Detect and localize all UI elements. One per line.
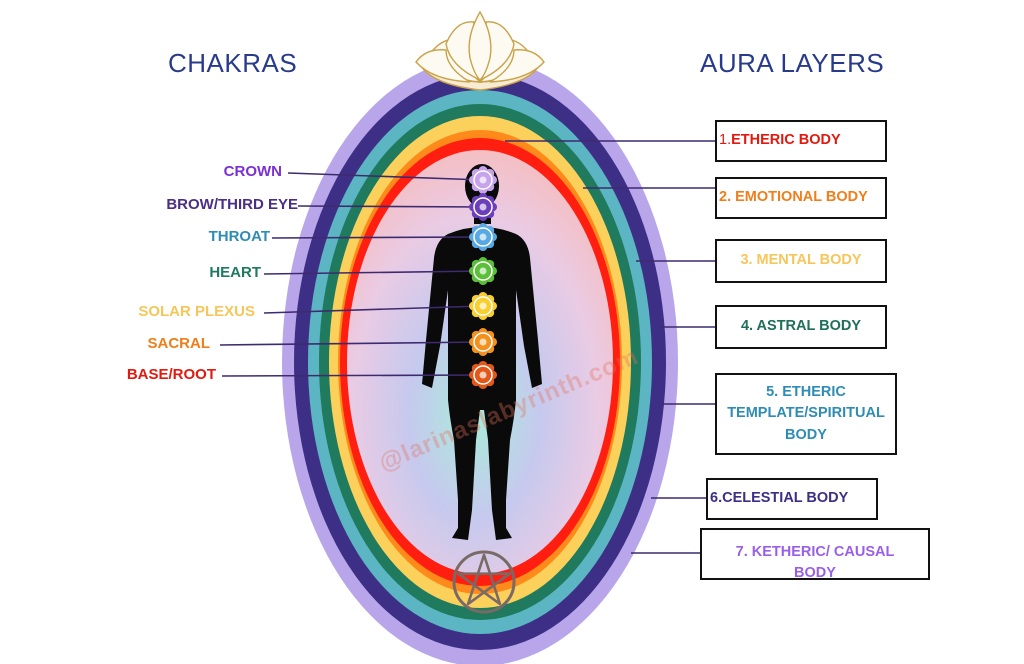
chakra-label-5: SOLAR PLEXUS (138, 303, 255, 320)
aura-layer-text-3: 3. MENTAL BODY (740, 250, 861, 271)
aura-layer-box-2: 2. EMOTIONAL BODY (715, 177, 887, 219)
aura-layer-text-6: 6.CELESTIAL BODY (710, 488, 848, 509)
aura-layer-text-4: 4. ASTRAL BODY (741, 316, 861, 337)
chakra-icons (469, 166, 497, 389)
aura-layer-box-6: 6.CELESTIAL BODY (706, 478, 878, 520)
aura-layer-number-1: 1. (719, 132, 732, 149)
aura-layer-box-5: 5. ETHERIC TEMPLATE/SPIRITUAL BODY (715, 373, 897, 455)
chakra-connector-3 (271, 236, 484, 239)
chakra-connector-1 (287, 172, 484, 181)
aura-layer-label-7: 7. KETHERIC/ CAUSAL BODY (735, 543, 895, 580)
aura-layer-text-7: 7. KETHERIC/ CAUSAL BODY (720, 542, 910, 580)
chakra-connector-5 (263, 305, 484, 314)
chakra-label-6: SACRAL (147, 335, 211, 352)
aura-layer-text-2: 2. EMOTIONAL BODY (719, 187, 868, 208)
aura-layer-box-4: 4. ASTRAL BODY (715, 305, 887, 349)
throat-chakra-icon (469, 223, 497, 251)
root-chakra-icon (469, 361, 497, 389)
chakra-connectors (219, 172, 484, 377)
chakra-connector-4 (263, 270, 484, 275)
crown-chakra-icon (469, 166, 497, 194)
sacral-chakra-icon (469, 328, 497, 356)
chakra-connector-2 (297, 205, 484, 208)
aura-layer-box-3: 3. MENTAL BODY (715, 239, 887, 283)
layer-connectors (505, 140, 715, 554)
aura-layer-label-6: 6.CELESTIAL BODY (710, 490, 849, 507)
aura-layer-text-5: 5. ETHERIC TEMPLATE/SPIRITUAL BODY (721, 382, 891, 445)
chakra-label-2: BROW/THIRD EYE (166, 196, 298, 213)
aura-layer-label-4: 4. ASTRAL BODY (740, 318, 862, 335)
aura-layer-box-1: 1.ETHERIC BODY (715, 120, 887, 162)
third-eye-chakra-icon (469, 193, 497, 221)
chakra-label-7: BASE/ROOT (126, 366, 216, 383)
solar-plexus-chakra-icon (469, 292, 497, 320)
aura-layer-label-3: 3. MENTAL BODY (740, 252, 862, 269)
lotus-icon (415, 10, 545, 91)
aura-layer-label-5: 5. ETHERIC TEMPLATE/SPIRITUAL BODY (727, 384, 885, 443)
chakra-label-1: CROWN (223, 163, 282, 180)
chakra-label-4: HEART (209, 264, 261, 281)
chakra-connector-6 (219, 341, 484, 346)
aura-layers-heading: AURA LAYERS (700, 48, 885, 78)
aura-layer-label-1: ETHERIC BODY (731, 132, 841, 149)
aura-layer-text-1: 1.ETHERIC BODY (719, 130, 841, 151)
chakra-label-3: THROAT (208, 228, 270, 245)
aura-layer-box-7: 7. KETHERIC/ CAUSAL BODY (700, 528, 930, 580)
chakras-heading: CHAKRAS (168, 48, 298, 78)
aura-layer-label-2: 2. EMOTIONAL BODY (719, 189, 868, 206)
heart-chakra-icon (469, 257, 497, 285)
pentacle-icon (452, 550, 516, 614)
chakra-connector-7 (221, 374, 484, 377)
